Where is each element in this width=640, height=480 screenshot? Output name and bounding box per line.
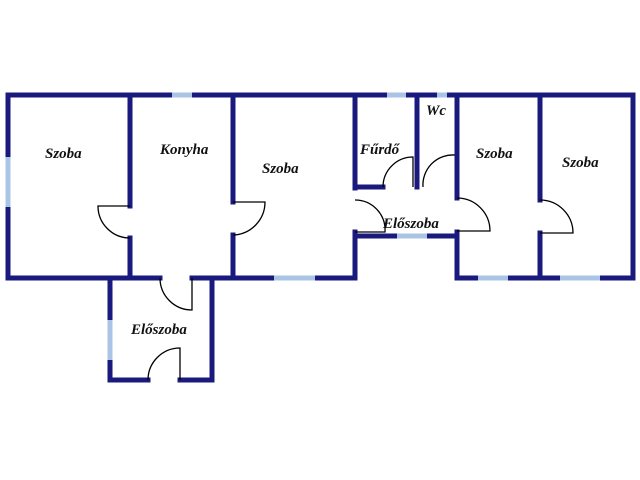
- room-label-szoba: Szoba: [45, 146, 82, 162]
- walls: [5, 92, 636, 383]
- room-label-szoba: Szoba: [262, 161, 299, 177]
- room-label-eloszoba: Előszoba: [131, 322, 187, 338]
- windows: [5, 92, 600, 360]
- room-label-eloszoba: Előszoba: [383, 216, 439, 232]
- room-label-szoba: Szoba: [476, 146, 513, 162]
- room-label-konyha: Konyha: [160, 142, 209, 158]
- room-label-wc: Wc: [426, 103, 446, 119]
- doors: [97, 154, 574, 381]
- room-label-furdo: Fűrdő: [360, 142, 400, 158]
- room-label-szoba: Szoba: [562, 155, 599, 171]
